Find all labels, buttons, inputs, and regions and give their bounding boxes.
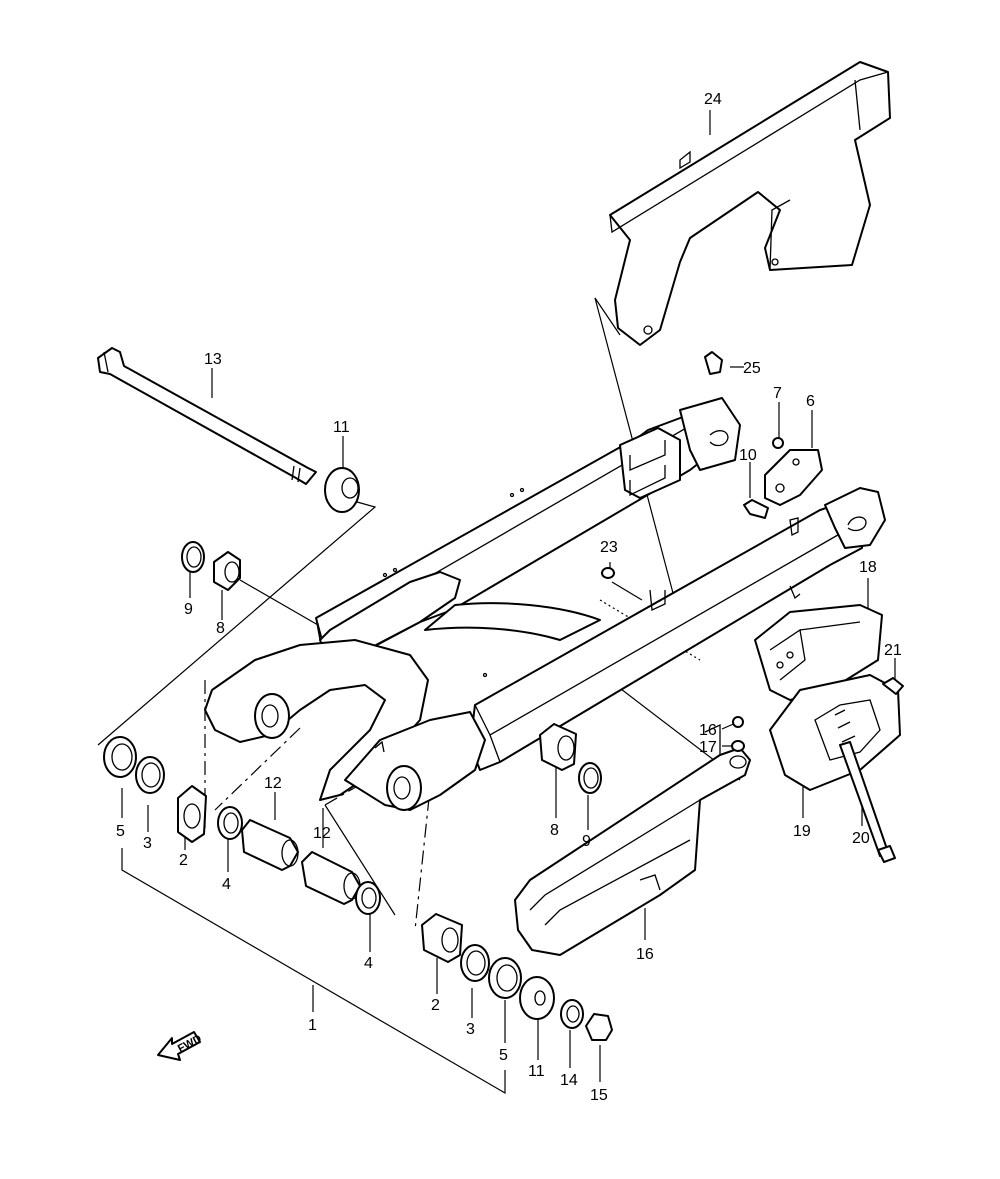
small-fasteners [601,351,904,863]
callout-14: 14 [560,1072,578,1089]
callout-7: 7 [773,385,782,402]
callout-3-left: 3 [143,835,152,852]
callout-23: 23 [600,539,618,556]
callout-2-left: 2 [179,852,188,869]
callout-labels: 24 25 13 11 7 6 10 23 18 9 8 21 16 17 12… [116,91,902,1104]
callout-12-left: 12 [264,775,282,792]
callout-11-lower: 11 [528,1063,545,1080]
callout-4-right: 4 [364,955,373,972]
callout-9-right: 9 [582,833,591,850]
callout-5-left: 5 [116,823,125,840]
callout-15: 15 [590,1087,608,1104]
callout-3-right: 3 [466,1021,475,1038]
callout-9-upper: 9 [184,601,193,618]
callout-10: 10 [739,447,757,464]
callout-18: 17 [699,739,717,756]
callout-21: 20 [852,830,870,847]
callout-22: 21 [884,642,902,659]
callout-24: 24 [704,91,722,108]
callout-8-upper: 8 [216,620,225,637]
callout-1: 1 [308,1017,317,1034]
chain-cover [609,61,891,346]
pivot-axle [97,347,317,485]
callout-11-upper: 11 [333,419,350,436]
callout-6: 6 [806,393,815,410]
callout-16: 16 [636,946,654,963]
swingarm [204,397,886,811]
callout-13: 13 [204,351,222,368]
callout-5-right: 5 [499,1047,508,1064]
callout-4-left: 4 [222,876,231,893]
callout-17: 16 [699,722,717,739]
callout-8-right: 8 [550,822,559,839]
callout-2-right: 2 [431,997,440,1014]
fwd-label: FWD [176,1033,204,1055]
callout-20: 19 [793,823,811,840]
hardware [103,467,613,1041]
callout-12-right: 12 [313,825,331,842]
fwd-arrow-icon: FWD [157,1031,204,1061]
chain-slider [514,723,751,956]
callout-19: 18 [859,559,877,576]
callout-25: 25 [743,360,761,377]
chain-guide [754,604,901,791]
